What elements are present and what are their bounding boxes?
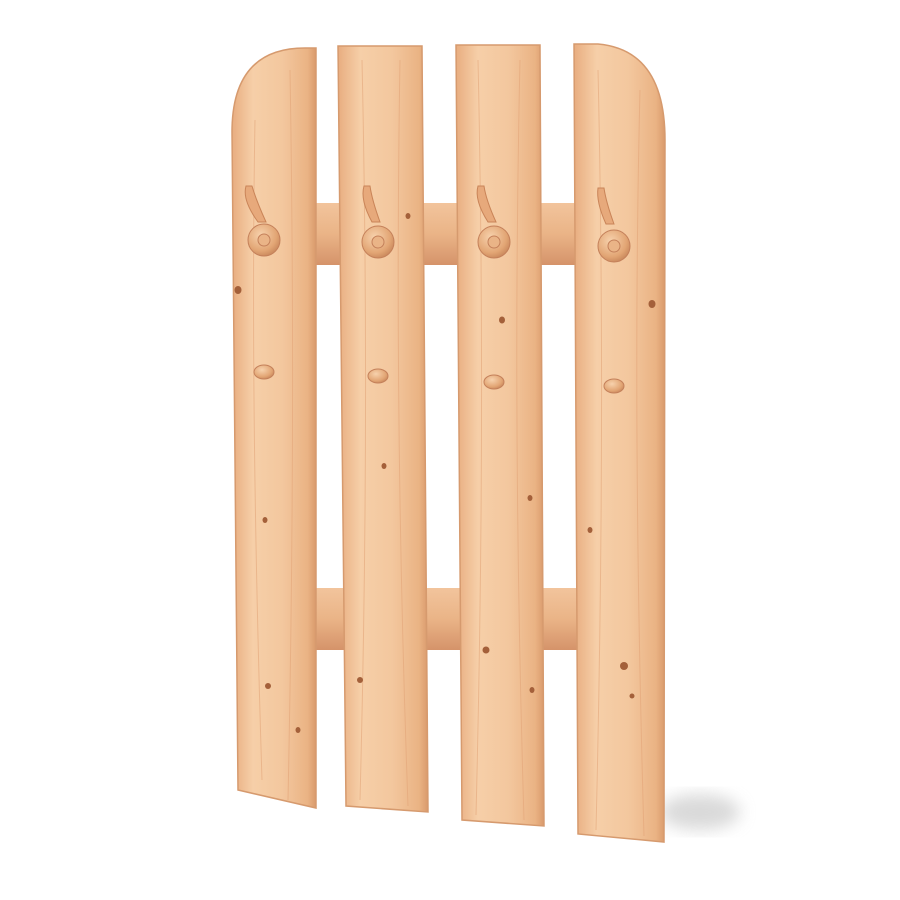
slat-4	[573, 43, 666, 843]
floor-shadow	[660, 794, 740, 830]
wood-grain	[253, 59, 645, 837]
middle-pegs	[253, 364, 625, 394]
peg-1	[253, 364, 275, 380]
slat-1	[231, 47, 317, 809]
slat-2	[337, 45, 429, 813]
hook-1	[244, 185, 281, 257]
wood-knots	[234, 213, 656, 733]
peg-4	[603, 378, 625, 394]
hook-2	[361, 185, 395, 259]
hook-3	[476, 185, 511, 259]
peg-3	[483, 374, 505, 390]
slat-3	[455, 44, 545, 827]
hook-4	[597, 187, 631, 263]
top-hooks	[244, 185, 631, 263]
peg-2	[367, 368, 389, 384]
